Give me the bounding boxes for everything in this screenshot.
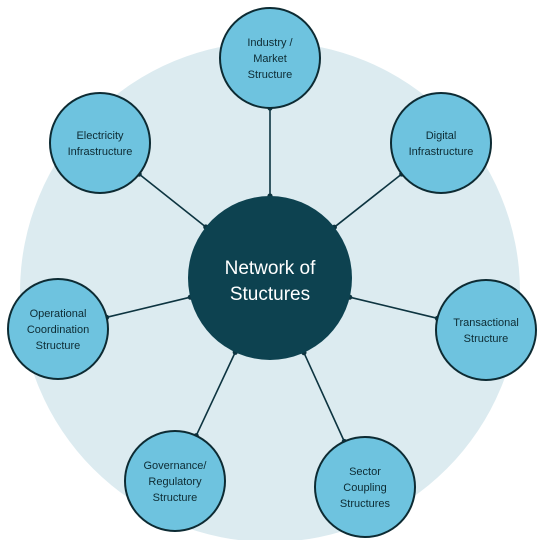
node-circle-electricity bbox=[49, 92, 151, 194]
node-label-operational-line-1: Operational bbox=[30, 308, 87, 320]
node-label-sector-coupling-line-1: Sector bbox=[349, 466, 381, 478]
node-label-industry-line-1: Industry / bbox=[247, 37, 293, 49]
node-circle-transactional bbox=[435, 279, 537, 381]
hub-label-line-2: Stuctures bbox=[230, 284, 310, 305]
node-label-digital-line-1: Digital bbox=[426, 130, 457, 142]
node-label-industry-line-2: Market bbox=[253, 53, 287, 65]
node-label-governance-line-3: Structure bbox=[153, 492, 198, 504]
node-label-industry-line-3: Structure bbox=[248, 69, 293, 81]
connector-operational bbox=[106, 296, 191, 319]
connector-electricity bbox=[138, 173, 207, 228]
connector-digital bbox=[333, 173, 403, 228]
node-label-electricity-line-2: Infrastructure bbox=[68, 146, 133, 158]
node-circle-industry bbox=[219, 7, 321, 109]
node-label-transactional-line-2: Structure bbox=[464, 333, 509, 345]
node-circle-governance bbox=[124, 430, 226, 532]
hub-circle bbox=[188, 196, 352, 360]
node-label-digital-line-2: Infrastructure bbox=[409, 146, 474, 158]
node-circle-digital bbox=[390, 92, 492, 194]
node-label-electricity-line-1: Electricity bbox=[76, 130, 124, 142]
connector-sector-coupling bbox=[303, 352, 346, 442]
node-label-transactional-line-1: Transactional bbox=[453, 317, 519, 329]
node-label-governance-line-1: Governance/ bbox=[144, 460, 208, 472]
hub-node: Network of Stuctures bbox=[188, 196, 352, 360]
node-circle-operational bbox=[7, 278, 109, 380]
node-circle-sector-coupling bbox=[314, 436, 416, 538]
connector-transactional bbox=[349, 296, 438, 320]
node-label-operational-line-2: Coordination bbox=[27, 324, 89, 336]
outer-nodes: Industry /MarketStructureDigitalInfrastr… bbox=[7, 7, 537, 538]
node-label-sector-coupling-line-2: Coupling bbox=[343, 482, 386, 494]
node-label-governance-line-2: Regulatory bbox=[148, 476, 202, 488]
node-label-operational-line-3: Structure bbox=[36, 340, 81, 352]
connector-governance bbox=[195, 351, 236, 437]
hub-label-line-1: Network of bbox=[225, 258, 317, 279]
node-label-sector-coupling-line-3: Structures bbox=[340, 498, 391, 510]
